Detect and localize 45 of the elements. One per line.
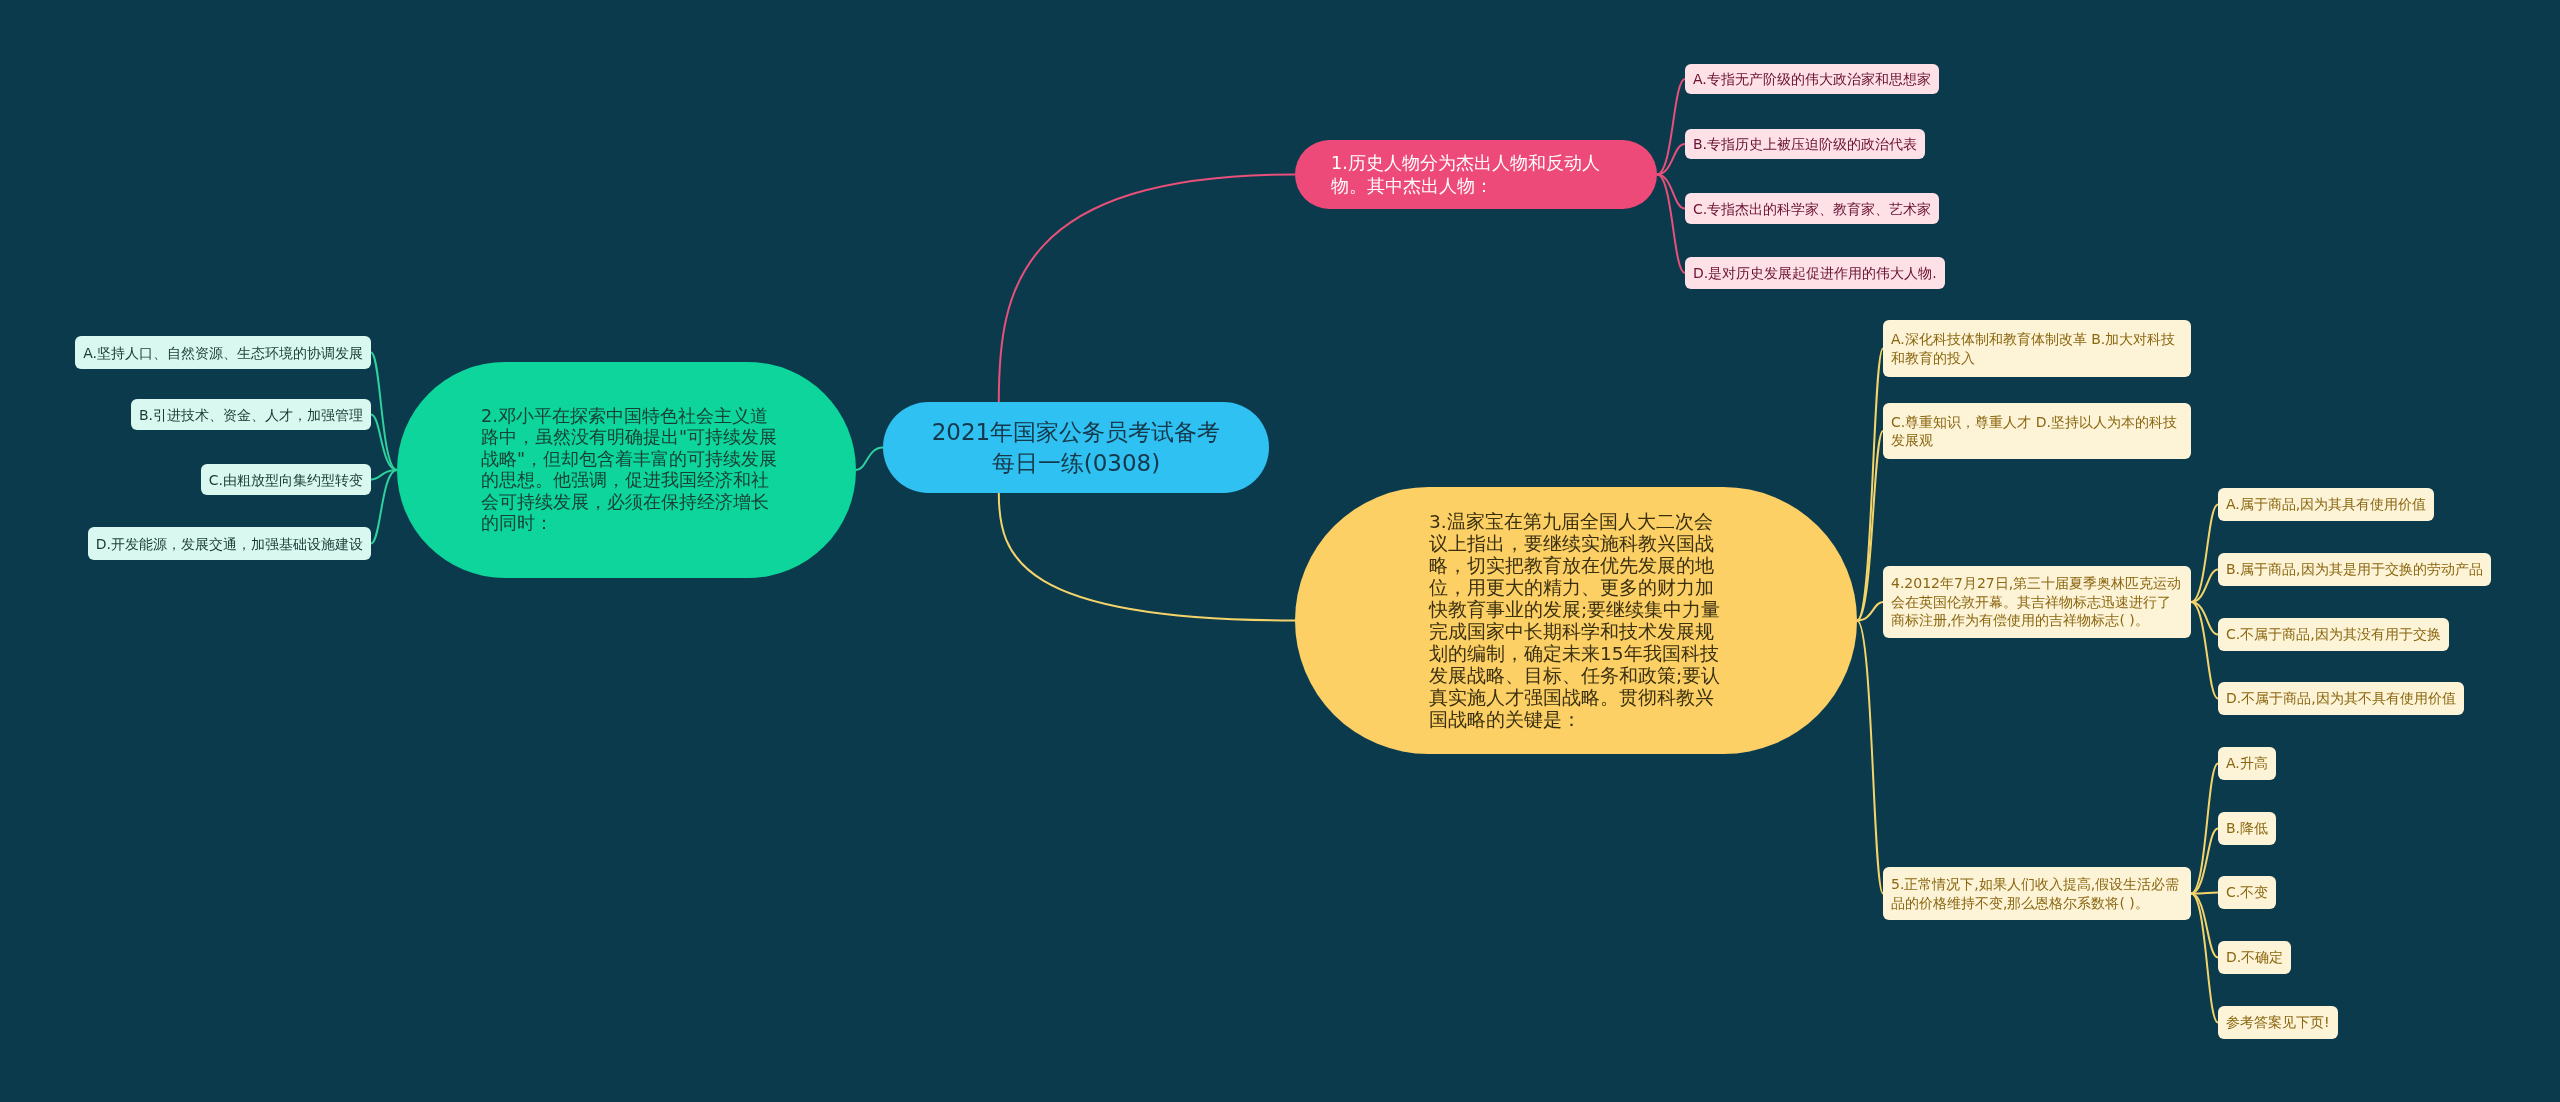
connector-line [1856, 601, 1884, 622]
option-box: B.引进技术、资金、人才，加强管理 [130, 399, 371, 430]
option-box: C.不属于商品,因为其没有用于交换 [2218, 618, 2449, 651]
connector-line [2190, 503, 2219, 603]
connector-line [2190, 892, 2219, 959]
option-box: C.尊重知识，尊重人才 D.坚持以人为本的科技发展观 [1883, 403, 2191, 459]
topic-bubble: 2.邓小平在探索中国特色社会主义道路中，虽然没有明确提出"可持续发展战略"，但却包含着丰富的可持续发展的思想。他强调，促进我国经济和社会可持续发展，必须在保持经济增长的同时： [397, 362, 856, 578]
topic-bubble: 3.温家宝在第九届全国人大二次会议上指出，要继续实施科教兴国战略，切实把教育放在优先发展的地位，用更大的精力、更多的财力加快教育事业的发展;要继续集中力量完成国家中长期科学和技术发展规划的编制，确定未来15年我国科技发展战略、目标、任务和政策;要认真实施人才强国战略。贯彻科教兴国战略的关键是： [1295, 487, 1857, 754]
option-box: 5.正常情况下,如果人们收入提高,假设生活必需品的价格维持不变,那么恩格尔系数将( )。 [1883, 867, 2191, 920]
option-box: A.深化科技体制和教育体制改革 B.加大对科技和教育的投入 [1883, 320, 2191, 377]
topic-bubble: 1.历史人物分为杰出人物和反动人物。其中杰出人物： [1295, 140, 1657, 209]
connector-line [370, 469, 398, 545]
central-topic: 2021年国家公务员考试备考每日一练(0308) [883, 402, 1269, 493]
option-box: B.专指历史上被压迫阶级的政治代表 [1685, 129, 1926, 159]
option-box: D.开发能源，发展交通，加强基础设施建设 [87, 527, 371, 560]
connector-line [997, 173, 1296, 403]
connector-line [1656, 143, 1686, 176]
connector-line [2190, 601, 2219, 636]
connector-line [1656, 78, 1686, 176]
option-box: A.属于商品,因为其具有使用价值 [2218, 488, 2435, 521]
connector-line [1856, 347, 1884, 622]
connector-line [855, 446, 884, 471]
option-box: B.属于商品,因为其是用于交换的劳动产品 [2218, 553, 2491, 586]
connector-line [1656, 173, 1686, 274]
connector-line [2190, 762, 2219, 895]
connector-line [997, 492, 1296, 622]
option-box: D.是对历史发展起促进作用的伟大人物. [1685, 257, 1945, 289]
option-box: C.不变 [2218, 876, 2277, 909]
connector-line [2190, 892, 2219, 1024]
option-box: A.专指无产阶级的伟大政治家和思想家 [1685, 64, 1939, 94]
option-box: 参考答案见下页! [2218, 1006, 2338, 1039]
connector-line [1856, 430, 1884, 622]
option-box: C.专指杰出的科学家、教育家、艺术家 [1685, 193, 1940, 224]
option-box: D.不确定 [2218, 941, 2292, 974]
connector-line [370, 351, 398, 471]
option-box: D.不属于商品,因为其不具有使用价值 [2218, 682, 2464, 715]
connector-line [1856, 619, 1884, 895]
option-box: A.坚持人口、自然资源、生态环境的协调发展 [75, 336, 371, 369]
connector-line [370, 469, 398, 481]
option-box: 4.2012年7月27日,第三十届夏季奥林匹克运动会在英国伦敦开幕。其吉祥物标志迅速进行了商标注册,作为有偿使用的吉祥物标志( )。 [1883, 566, 2191, 638]
option-box: A.升高 [2218, 747, 2276, 780]
option-box: B.降低 [2218, 812, 2277, 845]
connector-line [370, 413, 398, 471]
connector-line [2190, 601, 2219, 700]
option-box: C.由粗放型向集约型转变 [200, 464, 371, 495]
